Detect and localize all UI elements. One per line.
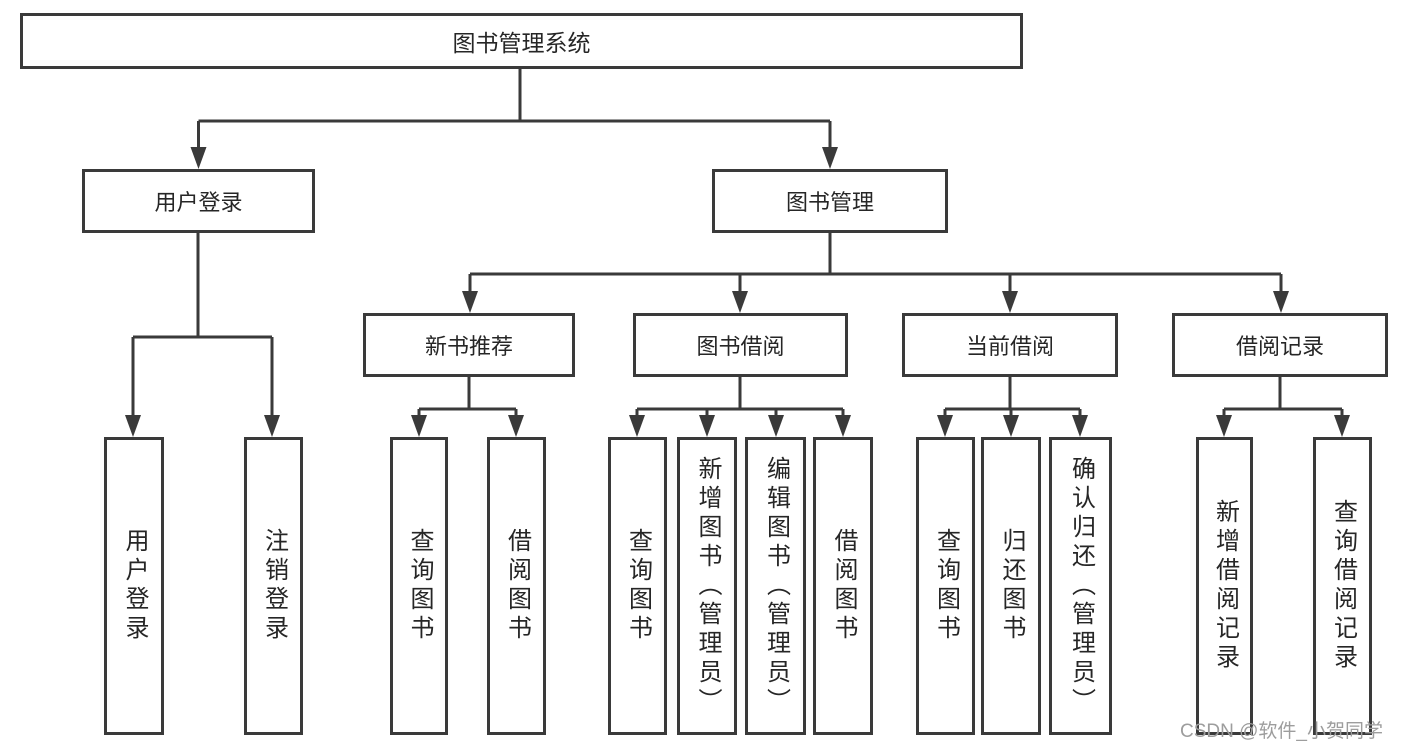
node-book-management: 图书管理	[712, 169, 948, 233]
arrowhead-icon	[1002, 291, 1018, 313]
leaf-add-borrow-record: 新增借阅记录	[1196, 437, 1253, 735]
leaf-borrow-book: 借阅图书	[813, 437, 873, 735]
arrowhead-icon	[1072, 415, 1088, 437]
csdn-watermark: CSDN @软件_小贺同学	[1180, 721, 1383, 742]
node-user-login: 用户登录	[82, 169, 315, 233]
new-book-branch-line	[417, 377, 518, 418]
leaf-query-book-recommend: 查询图书	[390, 437, 448, 735]
book-borrow-branch-line	[635, 377, 845, 418]
arrowhead-icon	[732, 291, 748, 313]
arrowhead-icon	[264, 415, 280, 437]
current-borrow-branch-line	[943, 377, 1082, 418]
arrowhead-icon	[822, 147, 838, 169]
arrowhead-icon	[699, 415, 715, 437]
leaf-return-book: 归还图书	[981, 437, 1041, 735]
leaf-query-book-current: 查询图书	[916, 437, 975, 735]
arrowhead-icon	[411, 415, 427, 437]
book-mgmt-branch-line	[468, 233, 1283, 294]
arrowhead-icon	[1216, 415, 1232, 437]
arrowhead-icon	[629, 415, 645, 437]
arrowhead-icon	[937, 415, 953, 437]
root-branch-line	[197, 69, 832, 150]
leaf-query-borrow-record: 查询借阅记录	[1313, 437, 1372, 735]
user-login-branch-line	[131, 233, 274, 418]
node-root: 图书管理系统	[20, 13, 1023, 69]
leaf-logout: 注销登录	[244, 437, 303, 735]
node-new-book-recommend: 新书推荐	[363, 313, 575, 377]
arrowhead-icon	[1273, 291, 1289, 313]
leaf-add-book-admin: 新增图书（管理员）	[677, 437, 737, 735]
arrowhead-icon	[768, 415, 784, 437]
leaf-edit-book-admin: 编辑图书（管理员）	[745, 437, 806, 735]
leaf-confirm-return-admin: 确认归还（管理员）	[1049, 437, 1112, 735]
arrowhead-icon	[462, 291, 478, 313]
borrow-record-branch-line	[1222, 377, 1344, 418]
leaf-query-book-borrow: 查询图书	[608, 437, 667, 735]
arrowhead-icon	[835, 415, 851, 437]
arrowhead-icon	[190, 147, 207, 169]
arrowhead-icon	[508, 415, 524, 437]
leaf-borrow-book-recommend: 借阅图书	[487, 437, 546, 735]
leaf-user-login: 用户登录	[104, 437, 164, 735]
node-borrow-record: 借阅记录	[1172, 313, 1388, 377]
node-current-borrow: 当前借阅	[902, 313, 1118, 377]
arrowhead-icon	[125, 415, 141, 437]
arrowhead-icon	[1003, 415, 1019, 437]
node-book-borrow: 图书借阅	[633, 313, 848, 377]
arrowhead-icon	[1334, 415, 1350, 437]
